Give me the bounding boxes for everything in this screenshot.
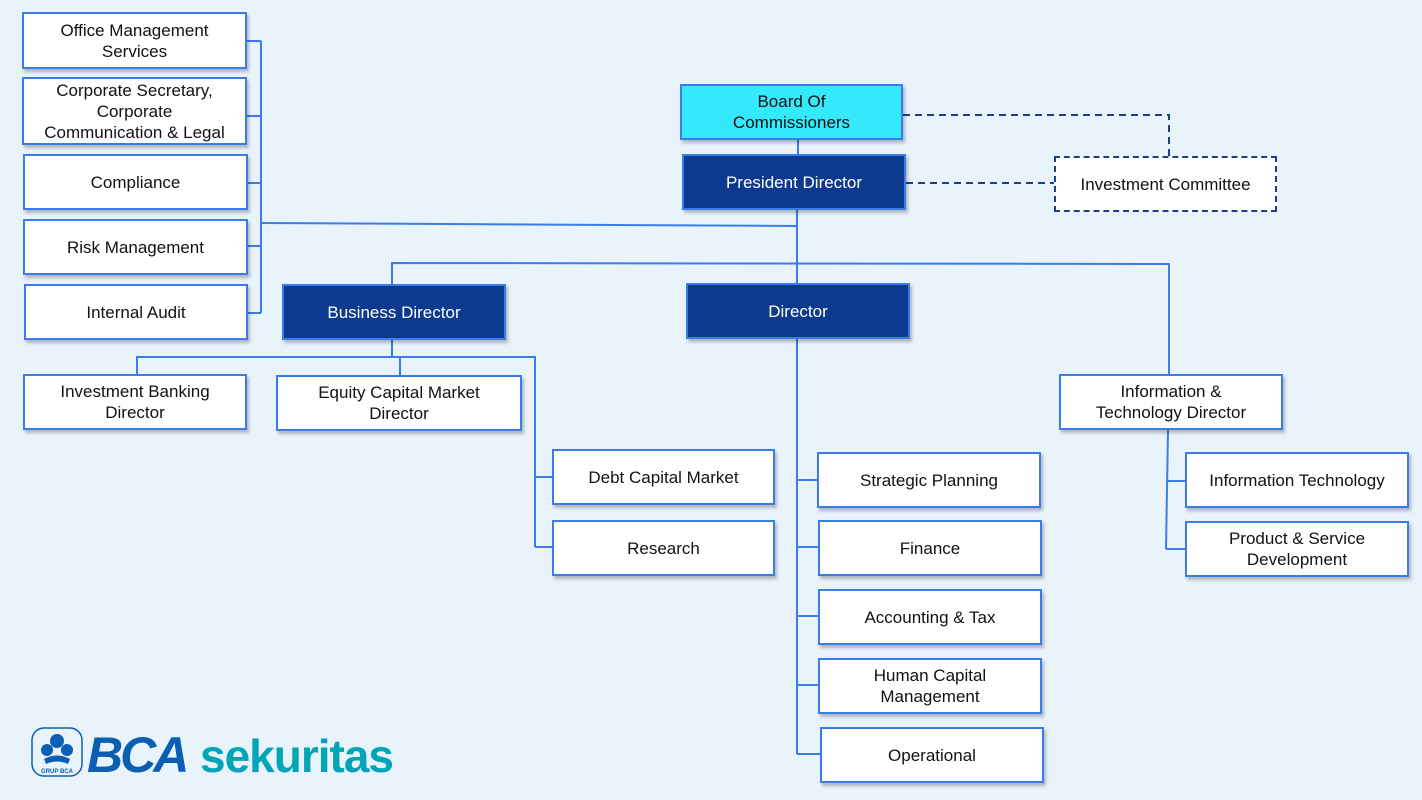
node-information-technology: Information Technology (1185, 452, 1409, 508)
logo-emblem-frame (31, 727, 83, 777)
node-compliance: Compliance (23, 154, 248, 210)
node-internal-audit: Internal Audit (24, 284, 248, 340)
node-product-service-development: Product & Service Development (1185, 521, 1409, 577)
node-corporate-secretary: Corporate Secretary, Corporate Communica… (22, 77, 247, 145)
node-human-capital: Human Capital Management (818, 658, 1042, 714)
node-operational: Operational (820, 727, 1044, 783)
node-investment-banking-director: Investment Banking Director (23, 374, 247, 430)
node-risk-management: Risk Management (23, 219, 248, 275)
node-equity-capital-market-director: Equity Capital Market Director (276, 375, 522, 431)
node-strategic-planning: Strategic Planning (817, 452, 1041, 508)
logo-emblem-icon (41, 734, 73, 764)
logo-brand-text: BCA (87, 727, 186, 782)
node-finance: Finance (818, 520, 1042, 576)
node-president-director: President Director (682, 154, 906, 210)
node-board-of-commissioners: Board Of Commissioners (680, 84, 903, 140)
node-office-management: Office Management Services (22, 12, 247, 69)
node-research: Research (552, 520, 775, 576)
node-debt-capital-market: Debt Capital Market (552, 449, 775, 505)
node-it-director: Information & Technology Director (1059, 374, 1283, 430)
node-investment-committee: Investment Committee (1054, 156, 1277, 212)
node-accounting-tax: Accounting & Tax (818, 589, 1042, 645)
node-business-director: Business Director (282, 284, 506, 340)
node-director: Director (686, 283, 910, 339)
bca-sekuritas-logo: GRUP BCA BCA sekuritas (31, 727, 394, 782)
logo-emblem-text: GRUP BCA (41, 769, 74, 775)
logo-suffix-text: sekuritas (200, 730, 393, 782)
